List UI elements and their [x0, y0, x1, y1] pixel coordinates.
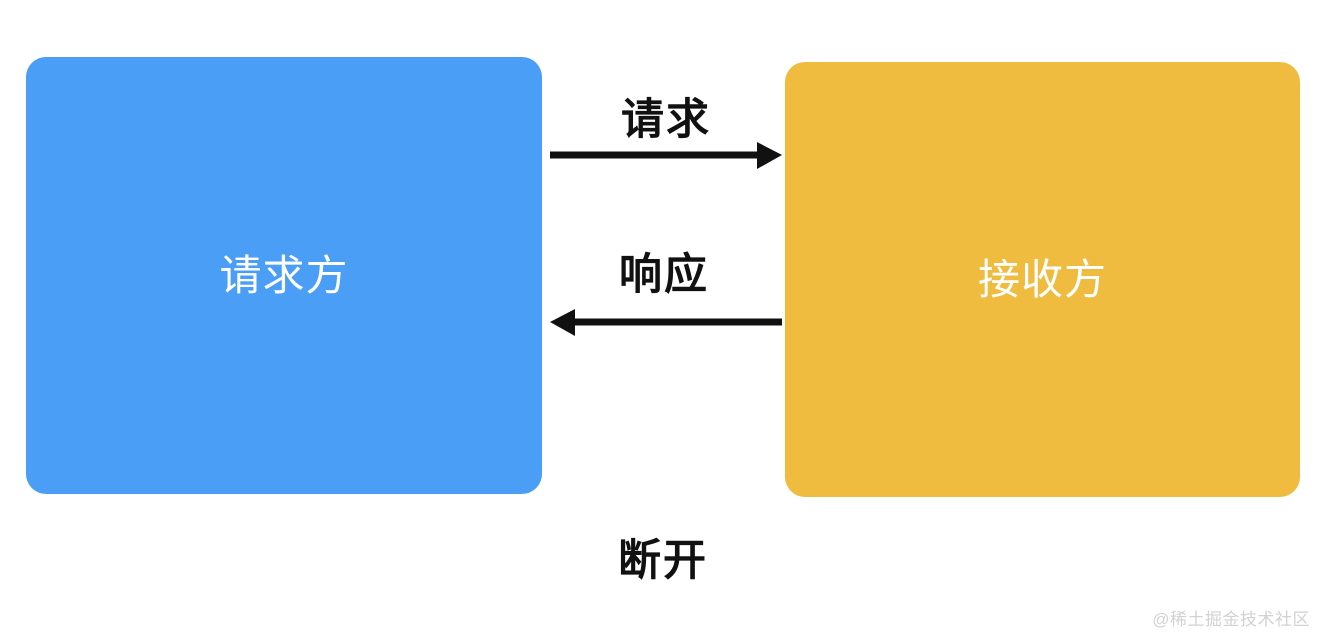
node-requester[interactable]: 请求方	[26, 57, 542, 494]
node-receiver-label: 接收方	[977, 255, 1107, 303]
node-requester-label: 请求方	[219, 251, 349, 299]
annotation-disconnect: 断开	[618, 537, 708, 585]
node-receiver[interactable]: 接收方	[785, 62, 1300, 497]
watermark: @稀土掘金技术社区	[1152, 610, 1310, 629]
edge-label-request: 请求	[621, 96, 711, 144]
arrow-response-left-icon	[544, 303, 784, 343]
edge-label-response: 响应	[619, 251, 709, 299]
arrow-request-right-icon	[548, 136, 784, 176]
